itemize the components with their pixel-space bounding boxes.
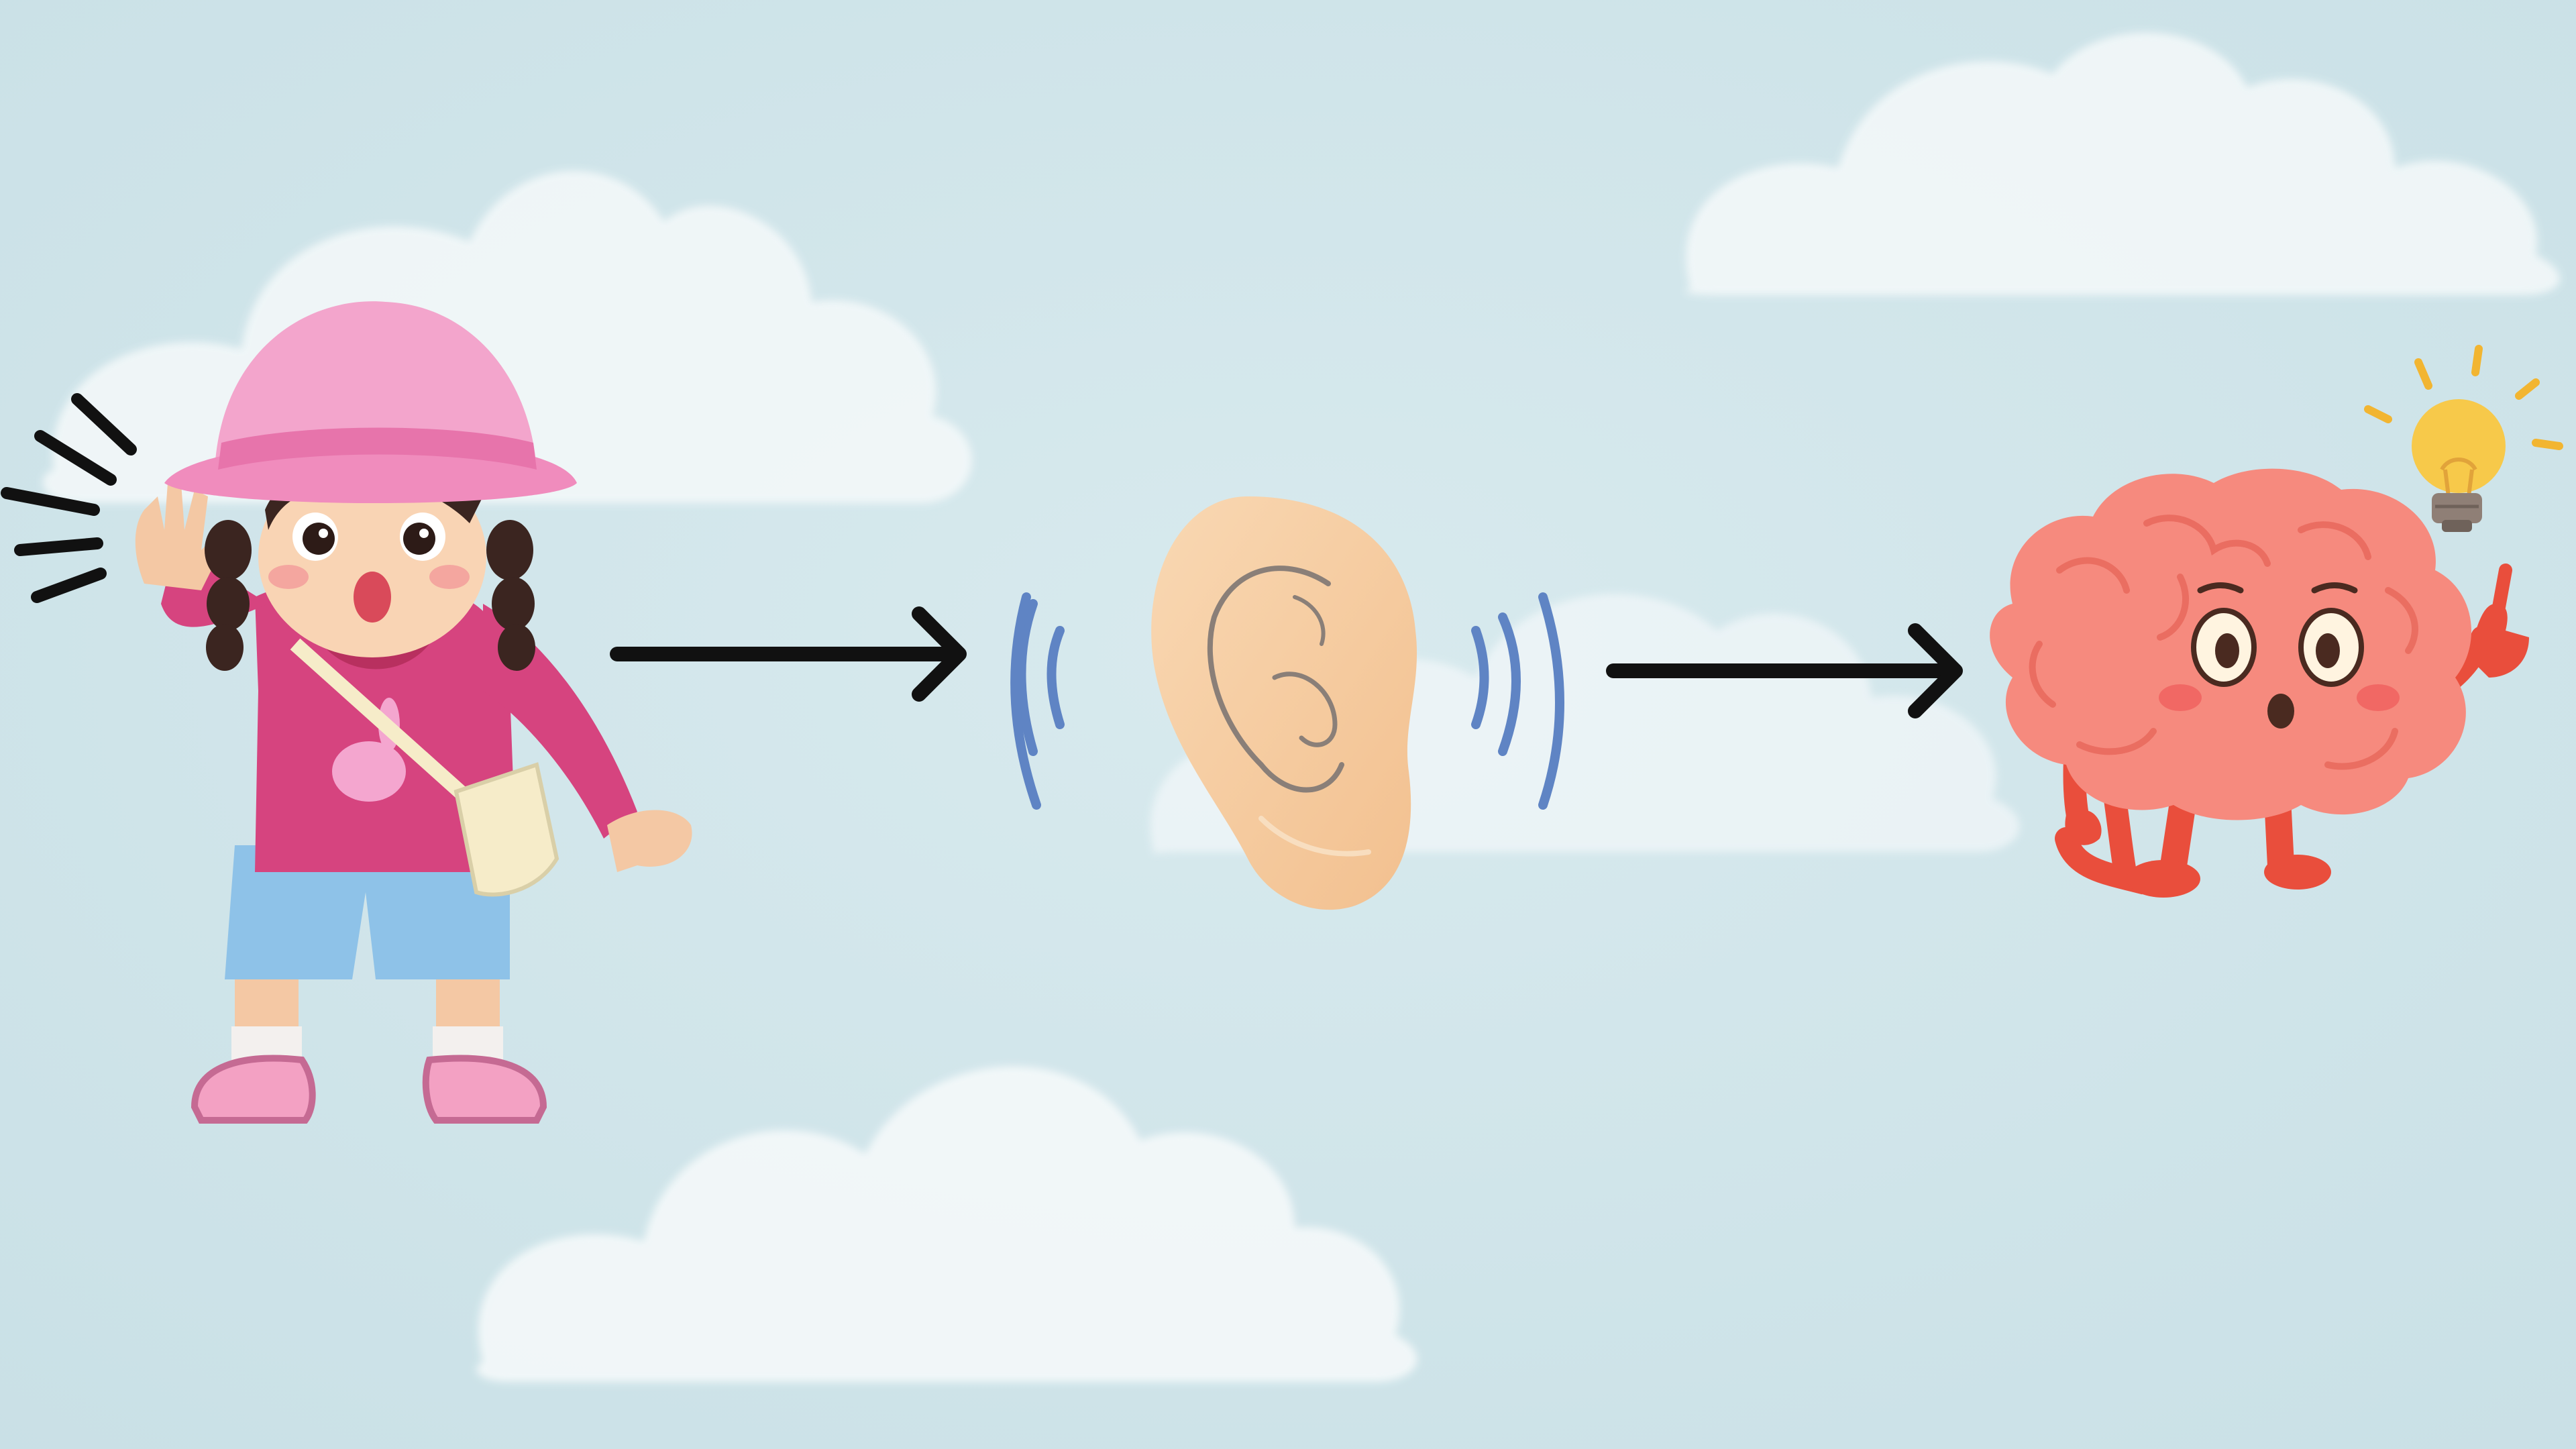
hearing-process-diagram	[0, 0, 2576, 1449]
diagram-canvas	[0, 0, 2576, 1449]
